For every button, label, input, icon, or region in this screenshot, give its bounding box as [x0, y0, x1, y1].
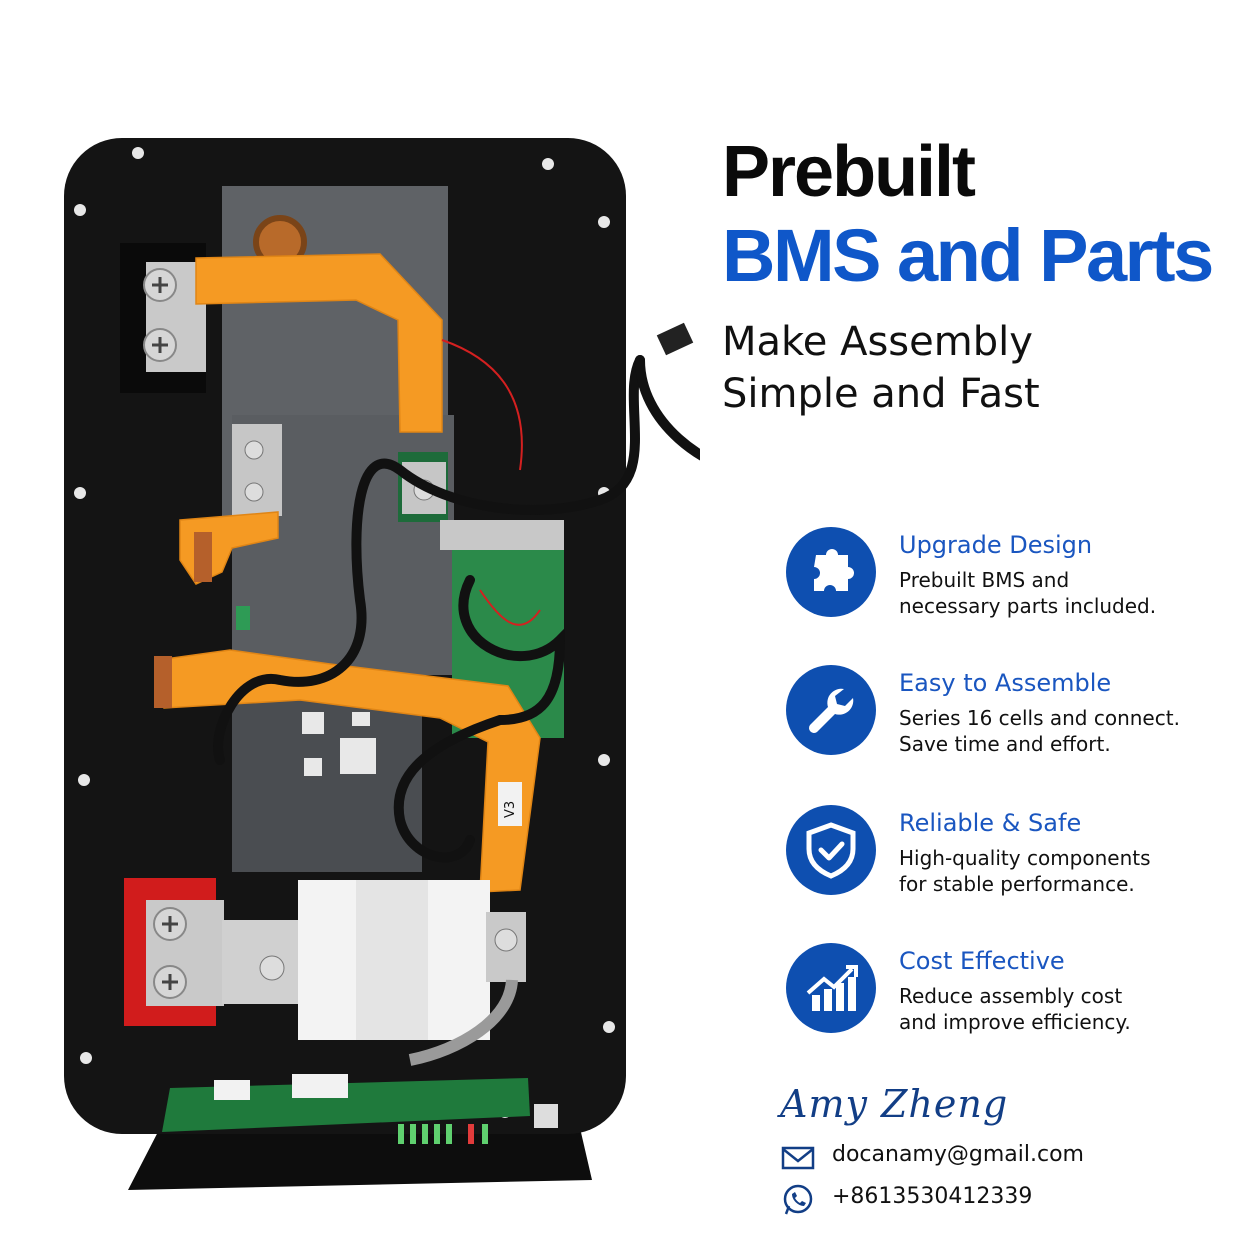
feature-description-line: Prebuilt BMS and — [899, 568, 1070, 592]
feature-description-line: and improve efficiency. — [899, 1010, 1131, 1034]
balance-board-frame — [440, 520, 564, 550]
bottom-terminal-screws — [153, 907, 187, 999]
wire-harness — [213, 355, 700, 863]
feature-title: Reliable & Safe — [899, 809, 1082, 837]
feature-description-line: Reduce assembly cost — [899, 984, 1123, 1008]
feature-cost-effective: Cost Effective Reduce assembly cost and … — [784, 941, 1244, 1041]
breaker-busbar-screw — [494, 928, 518, 952]
v3-label: V3 — [503, 801, 518, 818]
signature: Amy Zheng — [780, 1082, 1009, 1126]
bottom-pcb — [162, 1078, 530, 1132]
feature-description-line: necessary parts included. — [899, 594, 1157, 618]
subtitle-line-2: Simple and Fast — [722, 371, 1040, 417]
feature-title: Easy to Assemble — [899, 669, 1112, 697]
whatsapp-icon — [783, 1184, 813, 1215]
feature-description-line: Series 16 cells and connect. — [899, 706, 1180, 730]
red-wires — [441, 339, 541, 626]
v3-label-bg — [498, 782, 522, 826]
ribbon-cable — [408, 979, 518, 1066]
small-chip — [236, 606, 250, 630]
breaker-screw — [259, 955, 285, 981]
copper-lug — [154, 656, 172, 708]
qr-codes — [302, 712, 376, 776]
feature-easy-to-assemble: Easy to Assemble Series 16 cells and con… — [784, 663, 1244, 763]
pcb-leds — [398, 1124, 488, 1144]
feature-description: Series 16 cells and connect. Save time a… — [899, 705, 1180, 757]
feature-reliable-safe: Reliable & Safe High-quality components … — [784, 803, 1244, 903]
subtitle-line-1: Make Assembly — [722, 319, 1033, 365]
puzzle-icon — [786, 527, 876, 617]
busbar-screw — [244, 482, 264, 502]
email-address[interactable]: docanamy@gmail.com — [832, 1142, 1084, 1167]
feature-title: Cost Effective — [899, 947, 1065, 975]
feature-description-line: High-quality components — [899, 846, 1151, 870]
growth-chart-icon — [786, 943, 876, 1033]
feature-description-line: Save time and effort. — [899, 732, 1111, 756]
shield-check-icon — [786, 805, 876, 895]
top-terminal-screws — [143, 268, 177, 362]
headline-block: Prebuilt BMS and Parts Make Assembly Sim… — [722, 130, 1242, 420]
bms-product-photo: V3 — [64, 138, 700, 1190]
busbar-left — [232, 424, 282, 516]
feature-description: High-quality components for stable perfo… — [899, 845, 1151, 897]
feature-description: Prebuilt BMS and necessary parts include… — [899, 567, 1156, 619]
feature-title: Upgrade Design — [899, 531, 1093, 559]
phone-number[interactable]: +8613530412339 — [832, 1184, 1033, 1209]
mail-icon — [781, 1146, 815, 1170]
feature-description: Reduce assembly cost and improve efficie… — [899, 983, 1131, 1035]
headline-highlight: BMS and Parts — [722, 214, 1214, 297]
pcb-connectors — [214, 1074, 558, 1128]
busbar-screw — [244, 440, 264, 460]
headline-subtitle: Make Assembly Simple and Fast — [722, 316, 1242, 420]
headline-title: Prebuilt — [722, 132, 976, 212]
mounting-stand — [128, 1128, 592, 1190]
harness-connector-top — [656, 322, 694, 356]
circuit-breaker-pole — [356, 880, 428, 1040]
copper-lug — [194, 532, 212, 582]
feature-upgrade-design: Upgrade Design Prebuilt BMS and necessar… — [784, 525, 1244, 625]
wrench-icon — [786, 665, 876, 755]
feature-description-line: for stable performance. — [899, 872, 1135, 896]
